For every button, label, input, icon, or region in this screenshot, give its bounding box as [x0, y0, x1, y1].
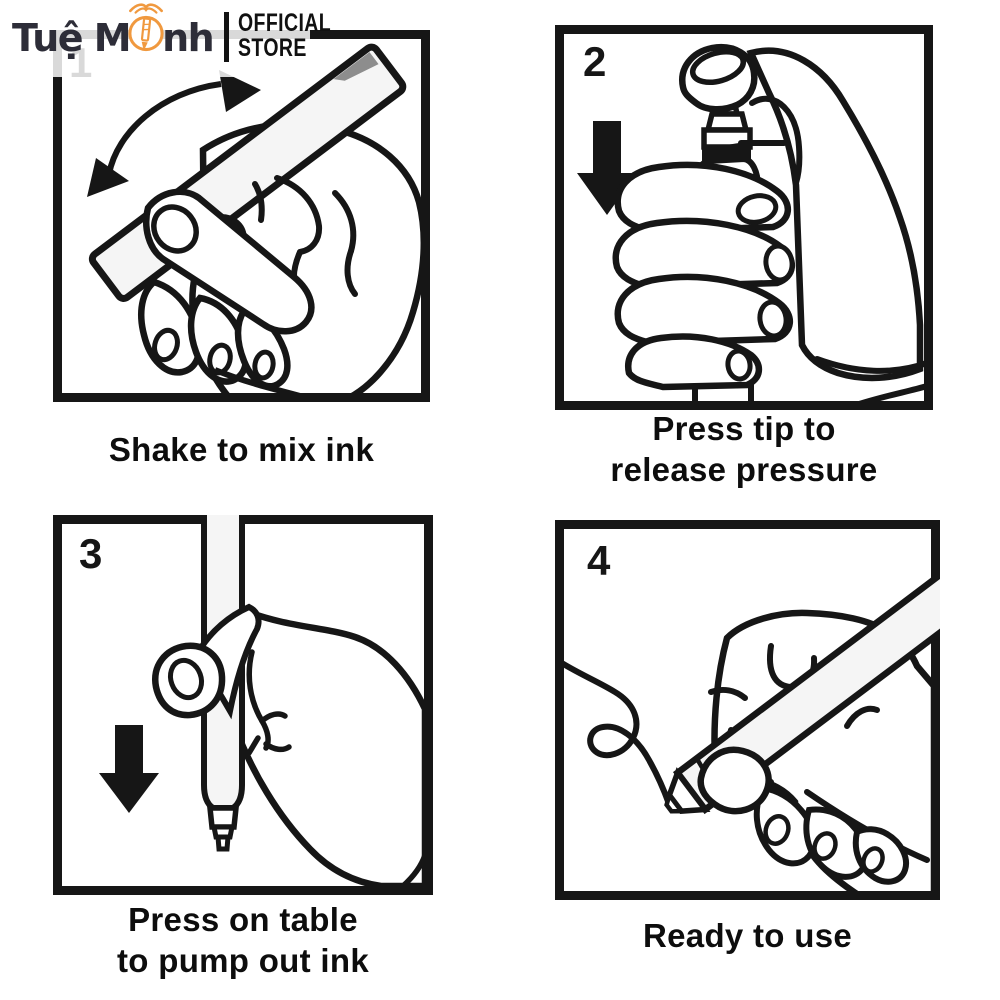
palm [228, 605, 429, 890]
brand-name-prefix: Tuệ M [12, 16, 132, 60]
caption-line: Press tip to [652, 410, 836, 447]
marker-pen [664, 563, 940, 815]
panel-border [555, 520, 940, 900]
step-1-caption: Shake to mix ink [53, 429, 430, 470]
step-4-caption: Ready to use [555, 915, 940, 956]
step-number: 4 [587, 537, 611, 584]
palm-creases [246, 649, 428, 889]
caption-line: to pump out ink [117, 942, 369, 979]
curled-fingers [138, 278, 291, 390]
step-1-illustration [53, 30, 430, 402]
step-3-illustration [53, 515, 433, 895]
brand-name: Tuệ M nh [12, 3, 215, 60]
panel-step-1: 1 [53, 30, 430, 402]
store-line1: OFFICIAL [238, 9, 332, 37]
step-2-illustration [555, 25, 933, 410]
thumb [679, 43, 758, 113]
step-3-caption: Press on table to pump out ink [43, 899, 443, 981]
step-number: 3 [79, 530, 103, 577]
panel-border [555, 25, 933, 410]
index-finger [189, 603, 262, 720]
store-line2: STORE [238, 34, 308, 62]
store-label: OFFICIAL STORE [238, 11, 331, 61]
caption-line: Press on table [128, 901, 358, 938]
step-4-illustration [555, 520, 940, 900]
caption-line: Shake to mix ink [108, 431, 375, 468]
thumb [143, 188, 315, 335]
caption-line: release pressure [610, 451, 878, 488]
step-number: 2 [583, 38, 607, 85]
thumb [152, 642, 226, 719]
ink-squiggle [555, 657, 672, 807]
step-2-caption: Press tip to release pressure [545, 408, 943, 490]
lightbulb-book-pencil-icon [128, 3, 164, 52]
panel-step-3: 3 [53, 515, 433, 895]
curled-fingers [753, 784, 909, 885]
gripping-fingers [612, 161, 795, 391]
knuckle-creases [252, 175, 358, 301]
panel-step-4: 4 [555, 520, 940, 900]
logo-divider [224, 12, 230, 62]
index-finger [738, 95, 803, 186]
panel-step-2: 2 [555, 25, 933, 410]
brand-logo: Tuệ M nh OFFICIAL STORE [12, 3, 358, 62]
caption-line: Ready to use [643, 917, 852, 954]
down-arrow-icon [99, 725, 159, 813]
brand-name-suffix: nh [162, 16, 215, 60]
curved-double-arrow-icon [87, 70, 261, 197]
thumb [697, 746, 772, 815]
